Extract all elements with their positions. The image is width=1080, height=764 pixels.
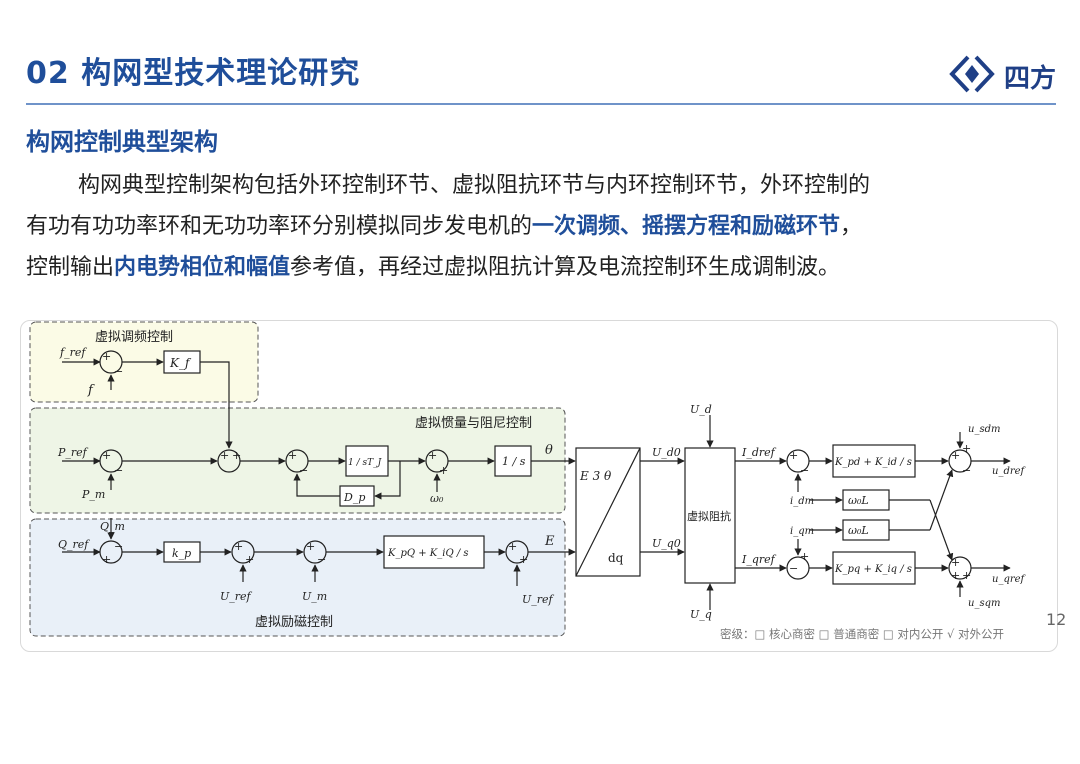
label-q-m: Q_m [100, 520, 125, 533]
highlight-text: 一次调频、摇摆方程和励磁环节 [532, 213, 841, 239]
label-dp: D_p [343, 491, 365, 504]
svg-text:−: − [299, 464, 308, 477]
label-u-d0: U_d0 [652, 446, 681, 459]
label-u-ref-2: U_ref [522, 593, 555, 606]
label-pi-d: K_pd + K_id / s [834, 457, 912, 468]
label-p-m: P_m [81, 488, 105, 501]
svg-text:+: + [234, 540, 243, 553]
page-title: 02 构网型技术理论研究 [26, 56, 361, 91]
label-w0l-2: ω₀L [848, 524, 869, 537]
label-u-dref: u_dref [992, 466, 1027, 477]
label-theta: θ [545, 443, 553, 458]
sifang-logo [949, 55, 995, 93]
label-i-dref: I_dref [741, 446, 777, 459]
label-i-dm: i_dm [790, 496, 814, 507]
label-inv-stj: 1 / sT_J [348, 458, 383, 468]
label-u-m: U_m [302, 590, 327, 603]
label-pi-q: K_pQ + K_iQ / s [387, 548, 469, 559]
page-number: 12 [1046, 610, 1067, 629]
label-kp: k_p [172, 547, 191, 560]
description-paragraph: 构网典型控制架构包括外环控制环节、虚拟阻抗环节与内环控制环节，外环控制的 有功有… [26, 166, 1056, 288]
svg-text:+: + [439, 464, 448, 477]
label-u-ref: U_ref [220, 590, 253, 603]
label-f-ref: f_ref [59, 346, 87, 359]
para-line-2: 有功有功功率环和无功功率环分别模拟同步发电机的一次调频、摇摆方程和励磁环节， [26, 213, 863, 239]
svg-text:+: + [962, 442, 971, 455]
label-u-qref: u_qref [992, 574, 1027, 585]
label-u-d: U_d [690, 403, 712, 416]
label-u-sdm: u_sdm [968, 424, 1000, 435]
svg-text:+: + [306, 540, 315, 553]
label-transform-top: E 3 θ [579, 469, 612, 483]
svg-text:−: − [114, 540, 123, 553]
svg-text:+: + [508, 540, 517, 553]
label-omega0: ω₀ [430, 492, 444, 505]
group-excitation-label: 虚拟励磁控制 [255, 615, 333, 630]
label-e: E [544, 534, 555, 549]
label-virtual-impedance: 虚拟阻抗 [687, 509, 731, 523]
svg-text:+: + [951, 556, 960, 569]
svg-text:+: + [800, 550, 809, 563]
confidentiality-label: 密级：□ 核心商密 □ 普通商密 □ 对内公开 √ 对外公开 [720, 627, 1004, 641]
svg-text:+: + [102, 553, 111, 566]
label-u-sqm: u_sqm [968, 598, 1000, 609]
label-i-qref: I_qref [741, 553, 777, 566]
svg-text:+: + [962, 569, 971, 582]
svg-text:+: + [245, 553, 254, 566]
header-divider [26, 103, 1056, 105]
logo-text: 四方 [1004, 64, 1057, 94]
label-transform-bottom: dq [608, 551, 624, 565]
label-w0l-1: ω₀L [848, 494, 869, 507]
label-p-ref: P_ref [57, 446, 89, 459]
svg-text:+: + [951, 569, 960, 582]
svg-text:−: − [789, 562, 798, 575]
label-integrator: 1 / s [502, 455, 526, 468]
svg-text:+: + [102, 350, 111, 363]
group-frequency-label: 虚拟调频控制 [95, 330, 173, 345]
para-line-1: 构网典型控制架构包括外环控制环节、虚拟阻抗环节与内环控制环节，外环控制的 [78, 173, 871, 198]
label-pi-qq: K_pq + K_iq / s [834, 564, 912, 575]
label-u-q: U_q [690, 608, 712, 621]
svg-text:+: + [951, 449, 960, 462]
label-q-ref: Q_ref [58, 538, 90, 551]
svg-text:+: + [428, 449, 437, 462]
svg-text:+: + [220, 449, 229, 462]
para-line-3: 控制输出内电势相位和幅值参考值，再经过虚拟阻抗计算及电流控制环生成调制波。 [26, 254, 841, 280]
svg-text:+: + [519, 553, 528, 566]
svg-text:−: − [962, 464, 971, 477]
svg-text:−: − [114, 464, 123, 477]
label-u-q0: U_q0 [652, 537, 681, 550]
svg-text:+: + [232, 449, 241, 462]
svg-text:+: + [102, 449, 111, 462]
label-f: f [87, 383, 95, 398]
svg-text:+: + [789, 449, 798, 462]
svg-text:−: − [317, 553, 326, 566]
control-architecture-diagram: 虚拟调频控制 虚拟惯量与阻尼控制 虚拟励磁控制 [29, 321, 1027, 641]
diamond-logo-icon [949, 55, 995, 93]
label-i-qm: i_qm [790, 526, 814, 537]
section-subtitle: 构网控制典型架构 [26, 128, 218, 156]
highlight-text: 内电势相位和幅值 [114, 254, 291, 280]
group-inertia-label: 虚拟惯量与阻尼控制 [415, 415, 532, 431]
svg-text:−: − [114, 365, 123, 378]
label-kf: K_f [169, 356, 192, 370]
svg-text:+: + [288, 449, 297, 462]
svg-text:−: − [800, 464, 809, 477]
